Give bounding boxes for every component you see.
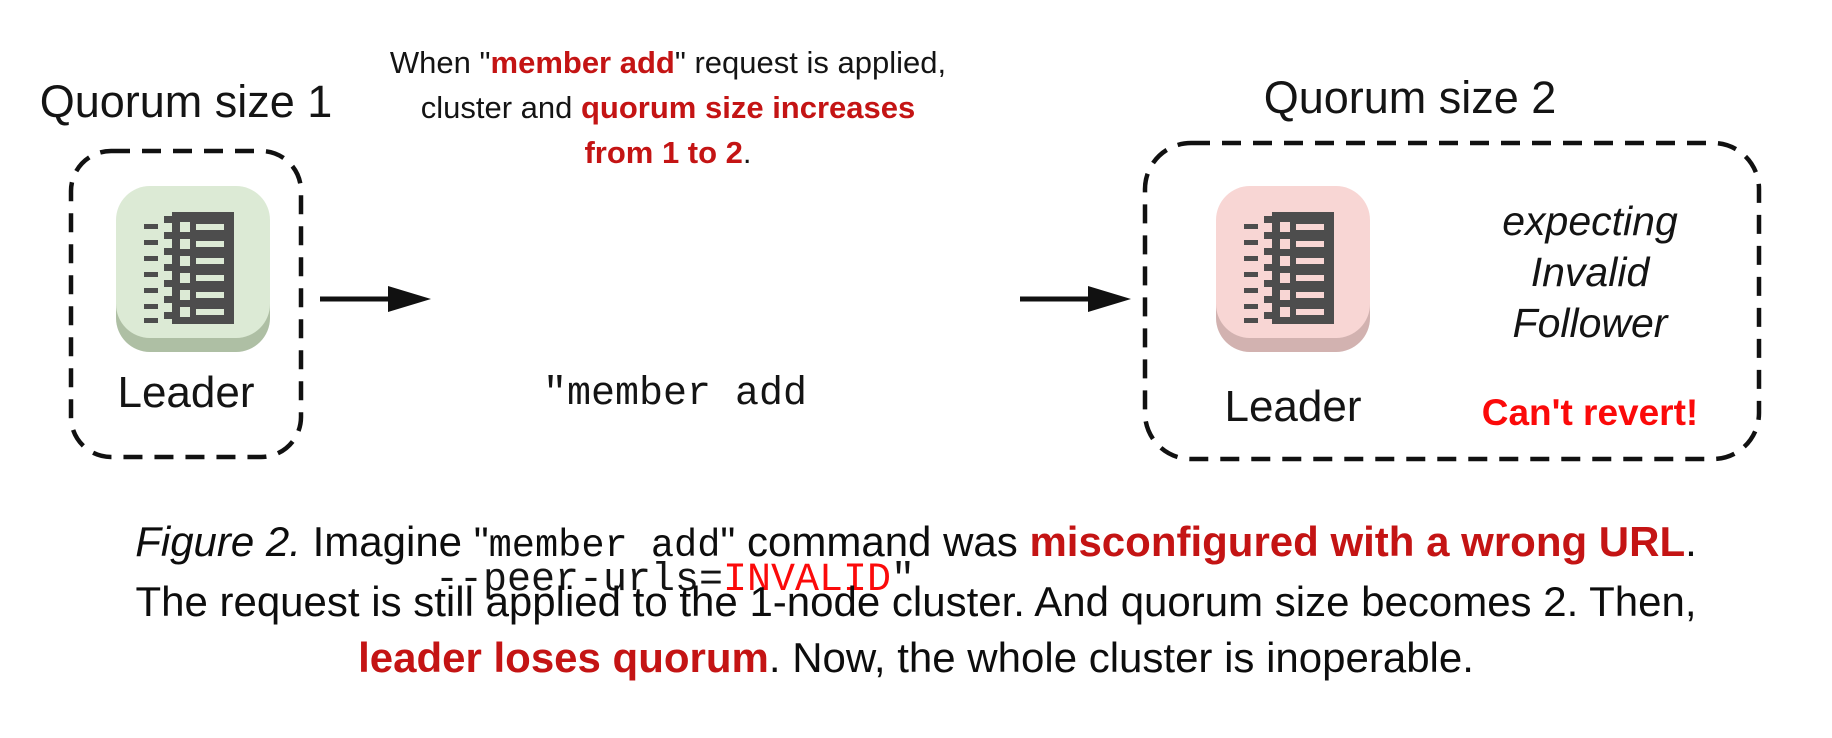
arrow-right-icon: [1020, 286, 1131, 312]
command-l1: "member add: [542, 372, 808, 417]
command-line-1: "member add: [375, 364, 975, 426]
command-l2-pre: --peer-urls=: [434, 558, 723, 603]
right-node-label: Leader: [1224, 382, 1362, 431]
annotation-l2-red: quorum size increases: [581, 90, 916, 125]
command-l2-red: INVALID: [723, 558, 892, 603]
caption-line-3: leader loses quorum. Now, the whole clus…: [0, 630, 1832, 686]
annotation-l3-post: .: [742, 135, 752, 170]
annotation-l1-pre: When ": [389, 45, 491, 80]
annotation-text: When "member add" request is applied, cl…: [368, 40, 968, 175]
cant-revert-warning: Can't revert!: [1481, 392, 1699, 433]
right-status-text: expecting Invalid Follower: [1430, 196, 1750, 349]
command-l2-post: ": [891, 558, 916, 603]
left-node-label: Leader: [117, 368, 255, 417]
annotation-l1-post: " request is applied,: [674, 45, 947, 80]
caption-l1-code: member add: [488, 524, 721, 568]
command-line-2: --peer-urls=INVALID": [375, 550, 975, 612]
status-line-2: Invalid: [1530, 249, 1650, 295]
etcd-member-icon-green: [116, 186, 270, 352]
caption-figure-label: Figure 2.: [135, 518, 301, 565]
etcd-member-icon-pink: [1216, 186, 1370, 352]
caption-l1-c: .: [1685, 518, 1697, 565]
right-cluster-title: Quorum size 2: [1263, 72, 1557, 123]
caption-line-2: The request is still applied to the 1-no…: [0, 574, 1832, 630]
annotation-line-2: cluster and quorum size increases: [368, 85, 968, 130]
caption-l1-a: Imagine ": [300, 518, 489, 565]
arrow-left-icon: [320, 286, 431, 312]
annotation-l3-red: from 1 to 2: [584, 135, 743, 170]
command-text: "member add --peer-urls=INVALID": [375, 240, 975, 736]
caption-l1-b: " command was: [720, 518, 1030, 565]
caption-l2: The request is still applied to the 1-no…: [135, 578, 1697, 625]
caption-l3-a: . Now, the whole cluster is inoperable.: [768, 634, 1474, 681]
caption-line-1: Figure 2. Imagine "member add" command w…: [0, 514, 1832, 574]
left-cluster-box: [68, 148, 304, 460]
caption-l3-red: leader loses quorum: [358, 634, 769, 681]
left-cluster-title: Quorum size 1: [39, 76, 333, 127]
annotation-line-1: When "member add" request is applied,: [368, 40, 968, 85]
caption-l1-red: misconfigured with a wrong URL: [1029, 518, 1686, 565]
annotation-l2-pre: cluster and: [420, 90, 581, 125]
annotation-line-3: from 1 to 2.: [368, 130, 968, 175]
right-cluster-box: [1142, 140, 1762, 462]
status-line-3: Follower: [1512, 300, 1668, 346]
status-line-1: expecting: [1502, 198, 1678, 244]
figure-caption: Figure 2. Imagine "member add" command w…: [0, 514, 1832, 686]
annotation-l1-red: member add: [490, 45, 675, 80]
